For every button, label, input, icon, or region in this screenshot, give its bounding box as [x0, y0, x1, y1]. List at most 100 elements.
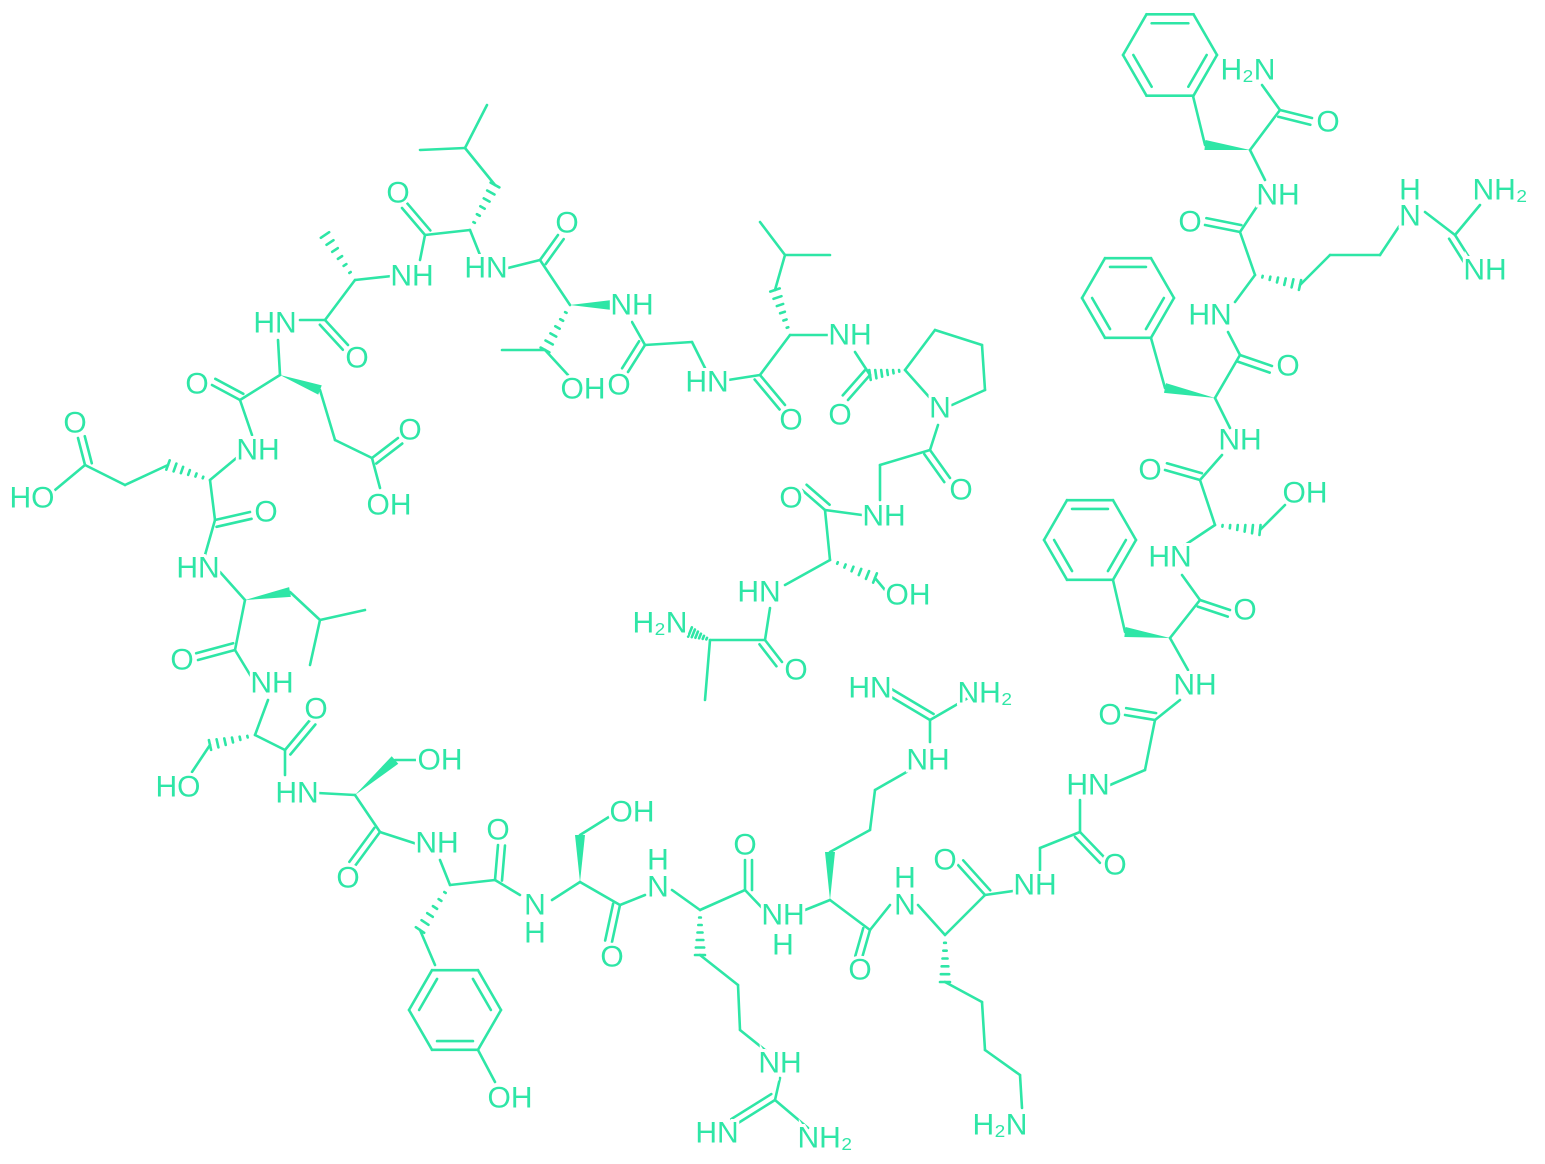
bond — [1198, 478, 1217, 527]
atom-label: NH — [236, 434, 279, 467]
bond — [549, 332, 558, 338]
atom-label: OH — [610, 796, 655, 829]
bond — [554, 324, 561, 331]
bond — [928, 448, 952, 480]
bond — [805, 483, 831, 507]
bond — [1238, 230, 1257, 277]
bond — [773, 253, 787, 292]
bond — [736, 983, 742, 1032]
bond — [1423, 210, 1457, 237]
bond — [1248, 148, 1267, 182]
bond — [476, 968, 503, 1012]
bond — [1149, 336, 1167, 390]
bond — [1106, 538, 1128, 573]
bond — [853, 350, 872, 377]
bond — [83, 434, 94, 465]
bond — [1238, 353, 1274, 368]
atom-label: O — [486, 814, 509, 847]
bond — [1268, 275, 1272, 282]
atom-label: OH — [1283, 477, 1328, 510]
bond — [943, 893, 987, 937]
bond — [1018, 1073, 1024, 1110]
bond — [1163, 468, 1202, 482]
atom-label: OH — [488, 1082, 533, 1115]
bond — [1378, 223, 1402, 257]
atom-label: O — [63, 407, 86, 440]
bond — [933, 328, 984, 347]
atom-label: H₂N — [1221, 54, 1276, 87]
bond — [643, 340, 694, 347]
atom-label: O — [600, 941, 623, 974]
bond — [407, 1008, 434, 1052]
bond — [860, 928, 872, 960]
wedge-bond — [575, 835, 585, 882]
atom-label: O — [185, 368, 208, 401]
bond — [1168, 598, 1202, 640]
bond — [1453, 203, 1482, 237]
bond — [276, 338, 282, 377]
atom-label: O — [1103, 849, 1126, 882]
wedge-bond — [570, 300, 612, 310]
bond — [472, 220, 477, 225]
bond — [843, 563, 847, 569]
atom-label: NH — [862, 500, 905, 533]
bond — [1233, 273, 1257, 304]
bond — [538, 258, 572, 307]
bond — [475, 212, 482, 218]
bond — [701, 634, 706, 641]
bond — [318, 388, 337, 442]
bond — [558, 317, 565, 323]
atom-label: H — [647, 844, 669, 877]
bond — [773, 1076, 782, 1102]
bond — [323, 278, 357, 322]
bond — [1111, 538, 1138, 582]
atom-label: H₂N — [973, 1109, 1028, 1142]
bond — [879, 368, 884, 378]
bond — [1123, 713, 1157, 722]
bond — [857, 567, 863, 577]
bond — [186, 468, 192, 477]
bond — [726, 373, 762, 382]
bond — [782, 318, 788, 322]
bond — [425, 911, 435, 919]
atom-label: NH — [1463, 254, 1506, 287]
bond — [610, 903, 622, 944]
bond — [500, 844, 507, 882]
bond — [1191, 94, 1207, 147]
bond — [873, 768, 912, 792]
bond — [1453, 233, 1474, 264]
bond — [1213, 396, 1232, 430]
bond — [743, 888, 768, 914]
bond — [980, 1000, 987, 1052]
atom-label: O — [1178, 206, 1201, 239]
bond — [400, 206, 427, 237]
atom-label: O — [1098, 699, 1121, 732]
bond — [903, 368, 932, 400]
bond — [230, 736, 235, 744]
bond — [288, 590, 322, 622]
bond — [873, 368, 878, 380]
bond — [698, 953, 740, 987]
bond — [318, 323, 345, 352]
bond — [928, 423, 940, 452]
bond — [867, 368, 873, 382]
bond — [1275, 276, 1280, 284]
wedge-bond — [245, 587, 291, 600]
atom-label: O — [398, 414, 421, 447]
bond — [208, 453, 242, 482]
bond — [733, 1098, 777, 1127]
atom-label: O — [784, 654, 807, 687]
bond — [253, 733, 287, 752]
atom-label: HN — [1066, 769, 1109, 802]
atom-label: O — [386, 177, 409, 210]
bond — [823, 508, 864, 517]
bond — [738, 1028, 767, 1052]
atom-label: H — [894, 862, 916, 895]
bond — [778, 310, 787, 315]
bond — [1282, 277, 1288, 287]
bond — [330, 246, 340, 254]
atom-label: NH — [1173, 669, 1216, 702]
atom-label: NH₂ — [798, 1122, 853, 1155]
atom-label: O — [1233, 594, 1256, 627]
bond — [431, 904, 439, 911]
